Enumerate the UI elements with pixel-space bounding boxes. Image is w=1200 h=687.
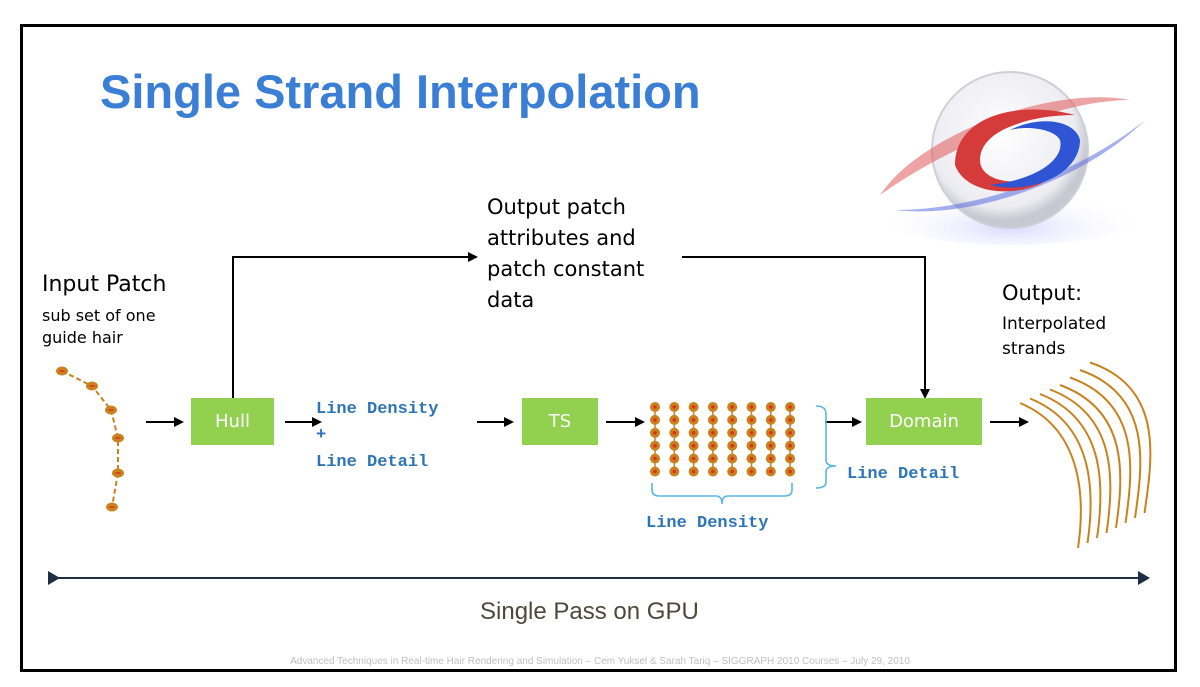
guide-hair-line — [61, 370, 119, 508]
tessellation-point-center — [672, 418, 677, 422]
tessellation-point-center — [653, 431, 657, 435]
tessellation-point-center — [691, 418, 696, 422]
interpolated-strands — [1019, 361, 1152, 549]
tessellation-point-center — [653, 469, 657, 474]
line-detail-label: Line Detail — [316, 453, 429, 472]
tessellation-point-center — [730, 456, 734, 461]
input-patch-subtitle-line: guide hair — [42, 328, 123, 347]
tessellation-point-center — [788, 443, 792, 448]
input-patch-subtitle-line: sub set of one — [42, 306, 156, 325]
tessellation-point-center — [711, 469, 715, 474]
tessellation-point-center — [749, 443, 754, 448]
tessellation-point-center — [653, 456, 657, 461]
tessellation-point-center — [672, 405, 677, 409]
line-density-label: Line Density — [316, 400, 439, 419]
patch-output-line: Output patch — [487, 195, 626, 219]
tessellation-point-center — [653, 405, 657, 409]
patch-output-label: Output patch attributes and patch consta… — [487, 192, 644, 316]
tessellation-point-center — [653, 418, 657, 422]
tessellation-point-center — [788, 405, 792, 409]
output-title: Output: — [1002, 281, 1083, 305]
strand — [1019, 402, 1082, 549]
slide-footer: Advanced Techniques in Real-time Hair Re… — [290, 656, 910, 667]
strand — [1069, 376, 1132, 524]
domain-stage-box: Domain — [866, 398, 982, 445]
tessellation-point-center — [711, 456, 715, 461]
hull-stage-box: Hull — [191, 398, 274, 445]
input-patch-subtitle: sub set of one guide hair — [42, 305, 156, 349]
strand — [1059, 384, 1122, 529]
tessellation-point-center — [711, 443, 715, 448]
tessellation-point-center — [691, 456, 696, 461]
tessellation-point-center — [769, 443, 773, 448]
tessellation-point-center — [749, 469, 754, 474]
input-patch-title: Input Patch — [42, 272, 167, 297]
patch-output-to-domain-connector — [682, 256, 930, 399]
hull-to-patch-output-connector — [232, 252, 478, 398]
guide-hair — [56, 366, 124, 512]
tessellation-point-center — [730, 431, 734, 435]
patch-output-line: patch constant — [487, 257, 645, 281]
tessellation-point-center — [672, 431, 677, 435]
slide-title: Single Strand Interpolation — [100, 65, 701, 118]
tessellation-point-center — [788, 469, 792, 474]
tessellation-point-center — [749, 405, 754, 409]
tessellation-point-center — [769, 418, 773, 422]
tessellation-grid — [650, 402, 796, 477]
tessellation-point-center — [788, 456, 792, 461]
tessellation-point-center — [653, 443, 657, 448]
tessellation-point-center — [691, 469, 696, 474]
strand — [1079, 369, 1142, 519]
tessellation-point-center — [769, 456, 773, 461]
line-detail-bracket — [815, 405, 837, 489]
strand — [1029, 397, 1092, 544]
tessellation-point-center — [788, 418, 792, 422]
tessellation-point-center — [769, 431, 773, 435]
line-density-bracket — [651, 483, 793, 505]
tessellation-point-center — [691, 431, 696, 435]
tessellation-point-center — [711, 431, 715, 435]
tessellation-point-center — [749, 431, 754, 435]
tessellation-point-center — [788, 431, 792, 435]
tessellation-point-center — [691, 405, 696, 409]
tessellation-point-center — [730, 469, 734, 474]
tessellation-point-center — [691, 443, 696, 448]
output-subtitle-line: strands — [1002, 339, 1066, 359]
output-subtitle: Interpolated strands — [1002, 312, 1106, 362]
patch-output-line: attributes and — [487, 226, 636, 250]
tessellation-point-center — [672, 456, 677, 461]
tessellation-point-center — [730, 405, 734, 409]
output-subtitle-line: Interpolated — [1002, 314, 1107, 334]
tessellation-point-center — [769, 405, 773, 409]
tessellation-point-center — [769, 469, 773, 474]
strand — [1089, 361, 1152, 514]
tessellation-point-center — [730, 418, 734, 422]
tessellation-point-center — [672, 443, 677, 448]
strand — [1049, 388, 1112, 534]
siggraph-logo-icon — [870, 71, 1150, 245]
ts-stage-box: TS — [522, 398, 598, 445]
single-pass-label: Single Pass on GPU — [480, 598, 699, 625]
tessellation-point-center — [749, 418, 754, 422]
patch-output-line: data — [487, 288, 535, 312]
strand — [1039, 393, 1102, 539]
grid-line-density-label: Line Density — [646, 514, 769, 533]
tessellation-point-center — [672, 469, 677, 474]
tessellation-point-center — [711, 418, 715, 422]
tessellation-point-center — [730, 443, 734, 448]
tessellation-point-center — [711, 405, 715, 409]
tessellation-point-center — [749, 456, 754, 461]
grid-line-detail-label: Line Detail — [847, 465, 960, 484]
plus-sign: + — [316, 426, 327, 445]
